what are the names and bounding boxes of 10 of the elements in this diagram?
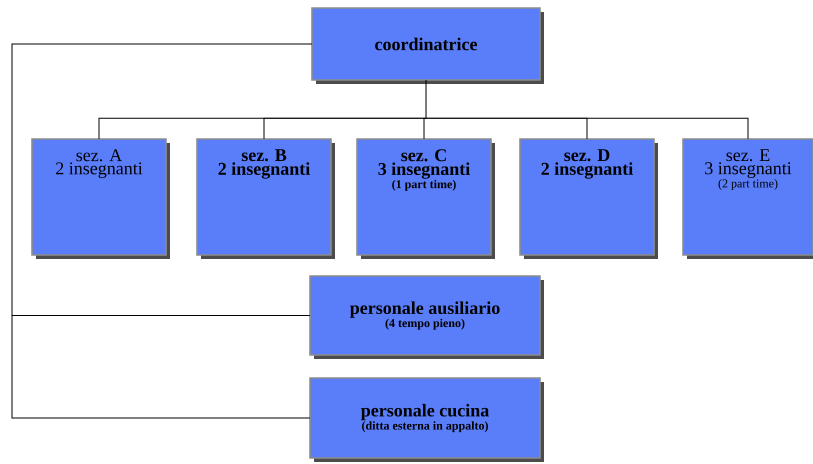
org-box: sez. A 2 insegnanti (31, 138, 170, 259)
connector-line (426, 80, 748, 140)
org-box: sez. E 3 insegnanti (2 part time) (682, 138, 813, 259)
org-box: sez. C 3 insegnanti (1 part time) (356, 138, 495, 259)
org-box: personale cucina (ditta esterna in appalto) (309, 377, 544, 462)
org-box: sez. B 2 insegnanti (196, 138, 335, 259)
connector-line (12, 44, 312, 418)
org-box: sez. D 2 insegnanti (519, 138, 658, 259)
org-box: personale ausiliario (4 tempo pieno) (309, 275, 544, 359)
org-box: coordinatrice (311, 7, 544, 84)
